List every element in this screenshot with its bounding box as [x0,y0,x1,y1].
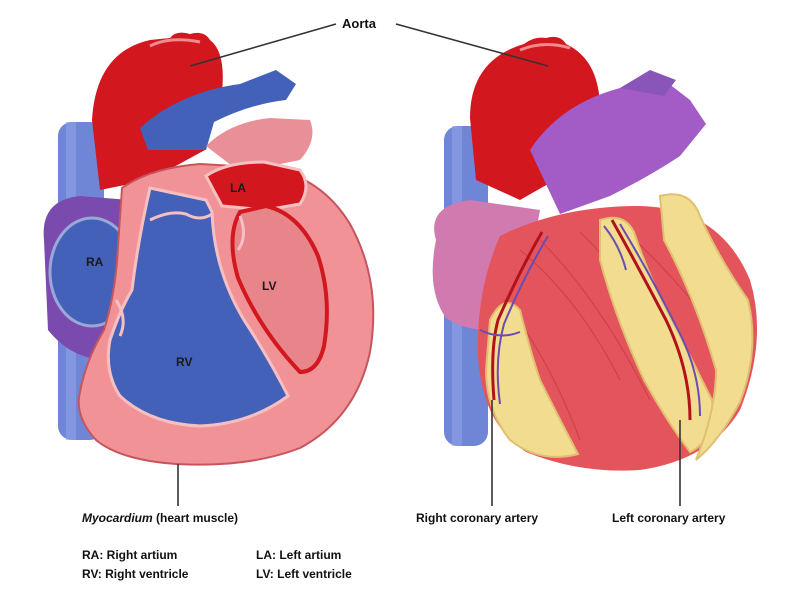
pulmonary-artery [140,70,296,150]
label-la: LA [230,181,246,195]
fat-deposit-right [658,193,754,461]
aorta-arch-left [92,32,223,190]
left-coronary-artery [610,219,692,421]
fat-deposit-left [484,301,580,458]
legend-rv: RV: Right ventricle [82,567,189,581]
exterior-heart [432,36,758,471]
legend-lv: LV: Left ventricle [256,567,352,581]
legend-la: LA: Left artium [256,548,342,562]
label-rv: RV [176,355,192,369]
label-ra: RA [86,255,104,269]
left-ventricle [230,203,329,375]
caption-left-coronary-artery: Left coronary artery [612,511,726,525]
pulmonary-trunk-exterior [530,80,706,214]
label-aorta: Aorta [342,16,377,31]
right-coronary-artery [491,231,544,401]
right-ventricle [106,186,290,428]
cross-section-heart: RA LA RV LV [43,32,375,466]
legend-ra: RA: Right artium [82,548,178,562]
label-lv: LV [262,279,276,293]
left-atrium [204,160,308,212]
leader-lines [177,23,681,506]
caption-myocardium: Myocardium (heart muscle) [82,511,239,525]
caption-right-coronary-artery: Right coronary artery [416,511,539,525]
